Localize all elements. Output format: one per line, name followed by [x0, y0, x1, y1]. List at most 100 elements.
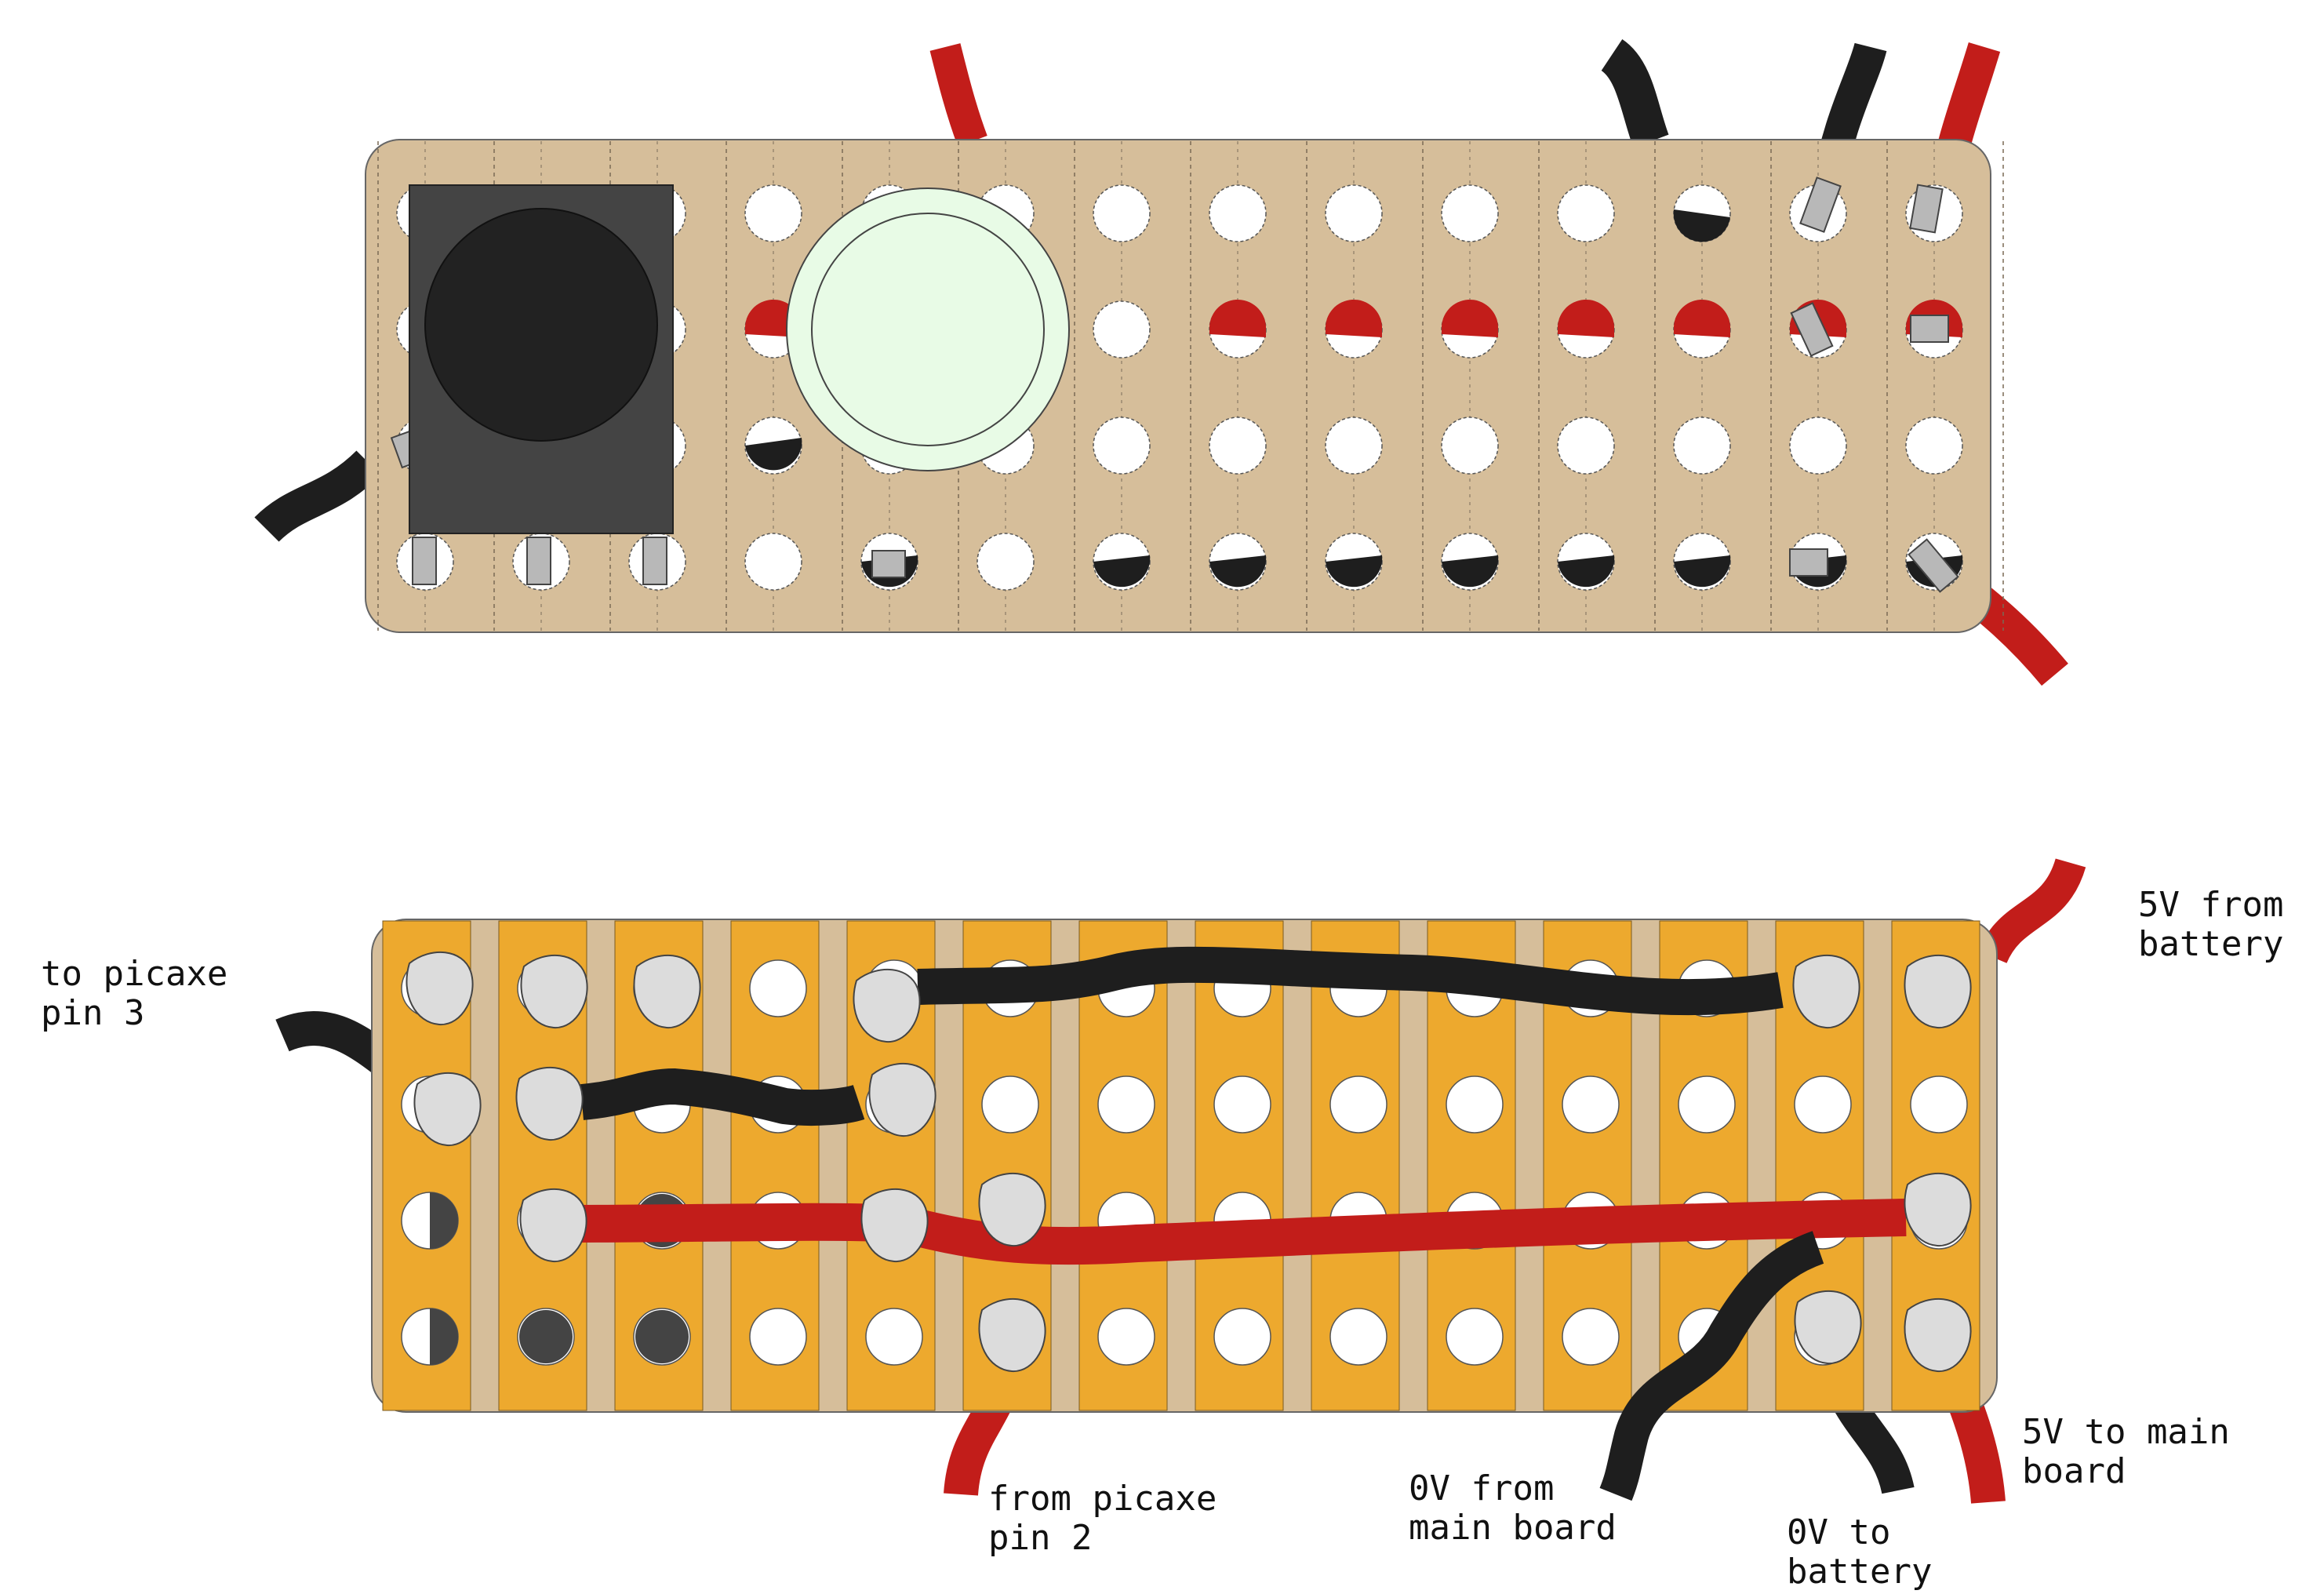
- hole: [1441, 417, 1499, 475]
- hole: [1557, 184, 1615, 242]
- black-wire-through-hole: [1209, 555, 1267, 588]
- bottom-black-wire-0v-to-battery: [1832, 1392, 1915, 1494]
- solder-blob: [633, 954, 701, 1029]
- label-from-picaxe-pin2-l2: pin 2: [988, 1518, 1092, 1558]
- solder-blob: [519, 1188, 587, 1263]
- solder-blob: [413, 1072, 482, 1147]
- black-wire-through-hole: [1674, 555, 1731, 588]
- top-red-wire-left: [929, 43, 987, 147]
- hole: [865, 1308, 923, 1366]
- lead-through-hole: [430, 1308, 458, 1365]
- solder-blob: [520, 954, 588, 1029]
- red-wire-through-hole: [1557, 299, 1614, 337]
- top-red-wire-right: [1937, 42, 2001, 154]
- hole: [1213, 1308, 1271, 1366]
- receiver-module-dome: [424, 208, 658, 442]
- hole: [749, 959, 807, 1017]
- solder-blob: [1794, 1290, 1862, 1365]
- hole: [1325, 184, 1383, 242]
- hole: [1562, 1075, 1620, 1134]
- hole: [1446, 1075, 1504, 1134]
- lead: [1909, 184, 1944, 234]
- hole: [744, 533, 802, 591]
- red-wire-through-hole: [1325, 299, 1382, 337]
- solder-joints: [406, 951, 1972, 1373]
- lead: [412, 537, 437, 585]
- label-to-picaxe-pin3-l2: pin 3: [41, 993, 144, 1033]
- hole: [1209, 184, 1267, 242]
- hole: [1097, 1308, 1155, 1366]
- lead: [871, 550, 906, 578]
- label-5v-from-battery-l2: battery: [2138, 924, 2283, 964]
- label-from-picaxe-pin2-l1: from picaxe: [988, 1479, 1217, 1519]
- solder-blob: [853, 968, 921, 1043]
- hole: [1910, 1075, 1968, 1134]
- label-to-picaxe-pin3-l1: to picaxe: [41, 954, 227, 994]
- solder-blob: [1904, 954, 1972, 1029]
- black-wire-through-hole: [1093, 555, 1151, 588]
- hole: [1441, 184, 1499, 242]
- solder-blob: [406, 951, 474, 1026]
- led-inner: [811, 213, 1045, 446]
- black-wire-through-hole: [1442, 555, 1499, 588]
- lead: [526, 537, 551, 585]
- label-0v-from-main-l1: 0V from: [1409, 1468, 1554, 1508]
- black-wire-0v-from-main: [1599, 1231, 1824, 1501]
- lead-through-hole: [430, 1192, 458, 1249]
- lead: [1789, 548, 1828, 577]
- label-5v-from-battery-l1: 5V from: [2138, 885, 2283, 925]
- solder-blob: [1904, 1172, 1972, 1247]
- hole: [1789, 417, 1847, 475]
- lead-through-hole: [519, 1310, 573, 1363]
- hole: [1093, 184, 1151, 242]
- black-link-long: [917, 946, 1784, 1016]
- hole: [1673, 417, 1731, 475]
- red-wire-through-hole: [1673, 300, 1730, 337]
- labels: to picaxe pin 3 from picaxe pin 2 0V fro…: [41, 885, 2283, 1592]
- top-black-wire-mid: [1600, 39, 1669, 148]
- black-wire-through-hole: [745, 438, 802, 471]
- solder-blob: [515, 1066, 584, 1141]
- hole: [1678, 1075, 1736, 1134]
- red-wire-through-hole: [1441, 299, 1498, 337]
- label-0v-from-main-l2: main board: [1409, 1508, 1617, 1548]
- top-view: [254, 39, 2068, 686]
- hole: [1794, 1075, 1852, 1134]
- solder-blob: [978, 1297, 1046, 1373]
- hole: [1446, 1308, 1504, 1366]
- solder-blob: [1904, 1297, 1972, 1373]
- solder-blob: [860, 1188, 929, 1263]
- hole: [1557, 417, 1615, 475]
- black-wire-through-hole: [1326, 555, 1383, 588]
- hole: [977, 533, 1035, 591]
- top-black-wire-left: [254, 450, 381, 543]
- bottom-red-wire-5v-from-battery: [1977, 857, 2086, 964]
- hole: [1209, 417, 1267, 475]
- hole: [744, 184, 802, 242]
- hole: [1905, 417, 1963, 475]
- hole: [1325, 417, 1383, 475]
- hole: [1329, 1308, 1387, 1366]
- lead: [1799, 177, 1842, 233]
- label-5v-to-main-l2: board: [2022, 1451, 2126, 1491]
- black-wire-through-hole: [1558, 555, 1615, 588]
- hole: [1093, 300, 1151, 358]
- solder-blob: [1792, 954, 1860, 1029]
- solder-blob: [978, 1172, 1046, 1247]
- solder-blob: [868, 1062, 937, 1137]
- hole: [1562, 1308, 1620, 1366]
- black-link-short: [580, 1068, 865, 1126]
- label-0v-to-battery-l1: 0V to: [1787, 1512, 1890, 1552]
- hole: [1097, 1075, 1155, 1134]
- lead: [1908, 538, 1959, 593]
- top-board: [365, 139, 1991, 633]
- hole: [1213, 1075, 1271, 1134]
- label-0v-to-battery-l2: battery: [1787, 1552, 1932, 1592]
- lead: [1790, 302, 1834, 357]
- red-link-long: [572, 1199, 1907, 1265]
- label-5v-to-main-l1: 5V to main: [2022, 1412, 2230, 1452]
- hole: [981, 1075, 1039, 1134]
- hole: [749, 1308, 807, 1366]
- hole: [1093, 417, 1151, 475]
